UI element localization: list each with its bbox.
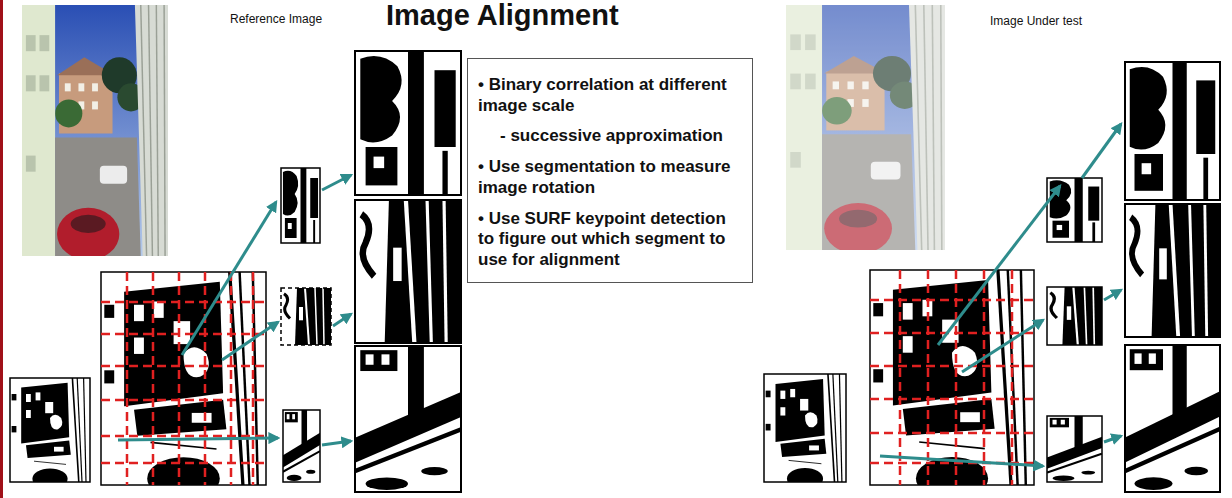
slide-title: Image Alignment (386, 0, 619, 32)
slide-border (0, 0, 3, 498)
bullet-text-box: • Binary correlation at different image … (467, 58, 753, 283)
bullet-item: • Use segmentation to measure image rota… (478, 157, 742, 198)
grid-overlay (870, 270, 1034, 485)
image-label: Reference Image (230, 12, 322, 26)
bullet-item: • Use SURF keypoint detection to figure … (478, 209, 742, 271)
image-label: Image Under test (990, 14, 1082, 28)
bullet-item: • Binary correlation at different image … (478, 75, 742, 116)
grid-overlay (101, 272, 266, 485)
bullet-item: - successive approximation (478, 126, 742, 147)
flow-arrows (118, 175, 351, 445)
flow-arrows (880, 124, 1121, 466)
